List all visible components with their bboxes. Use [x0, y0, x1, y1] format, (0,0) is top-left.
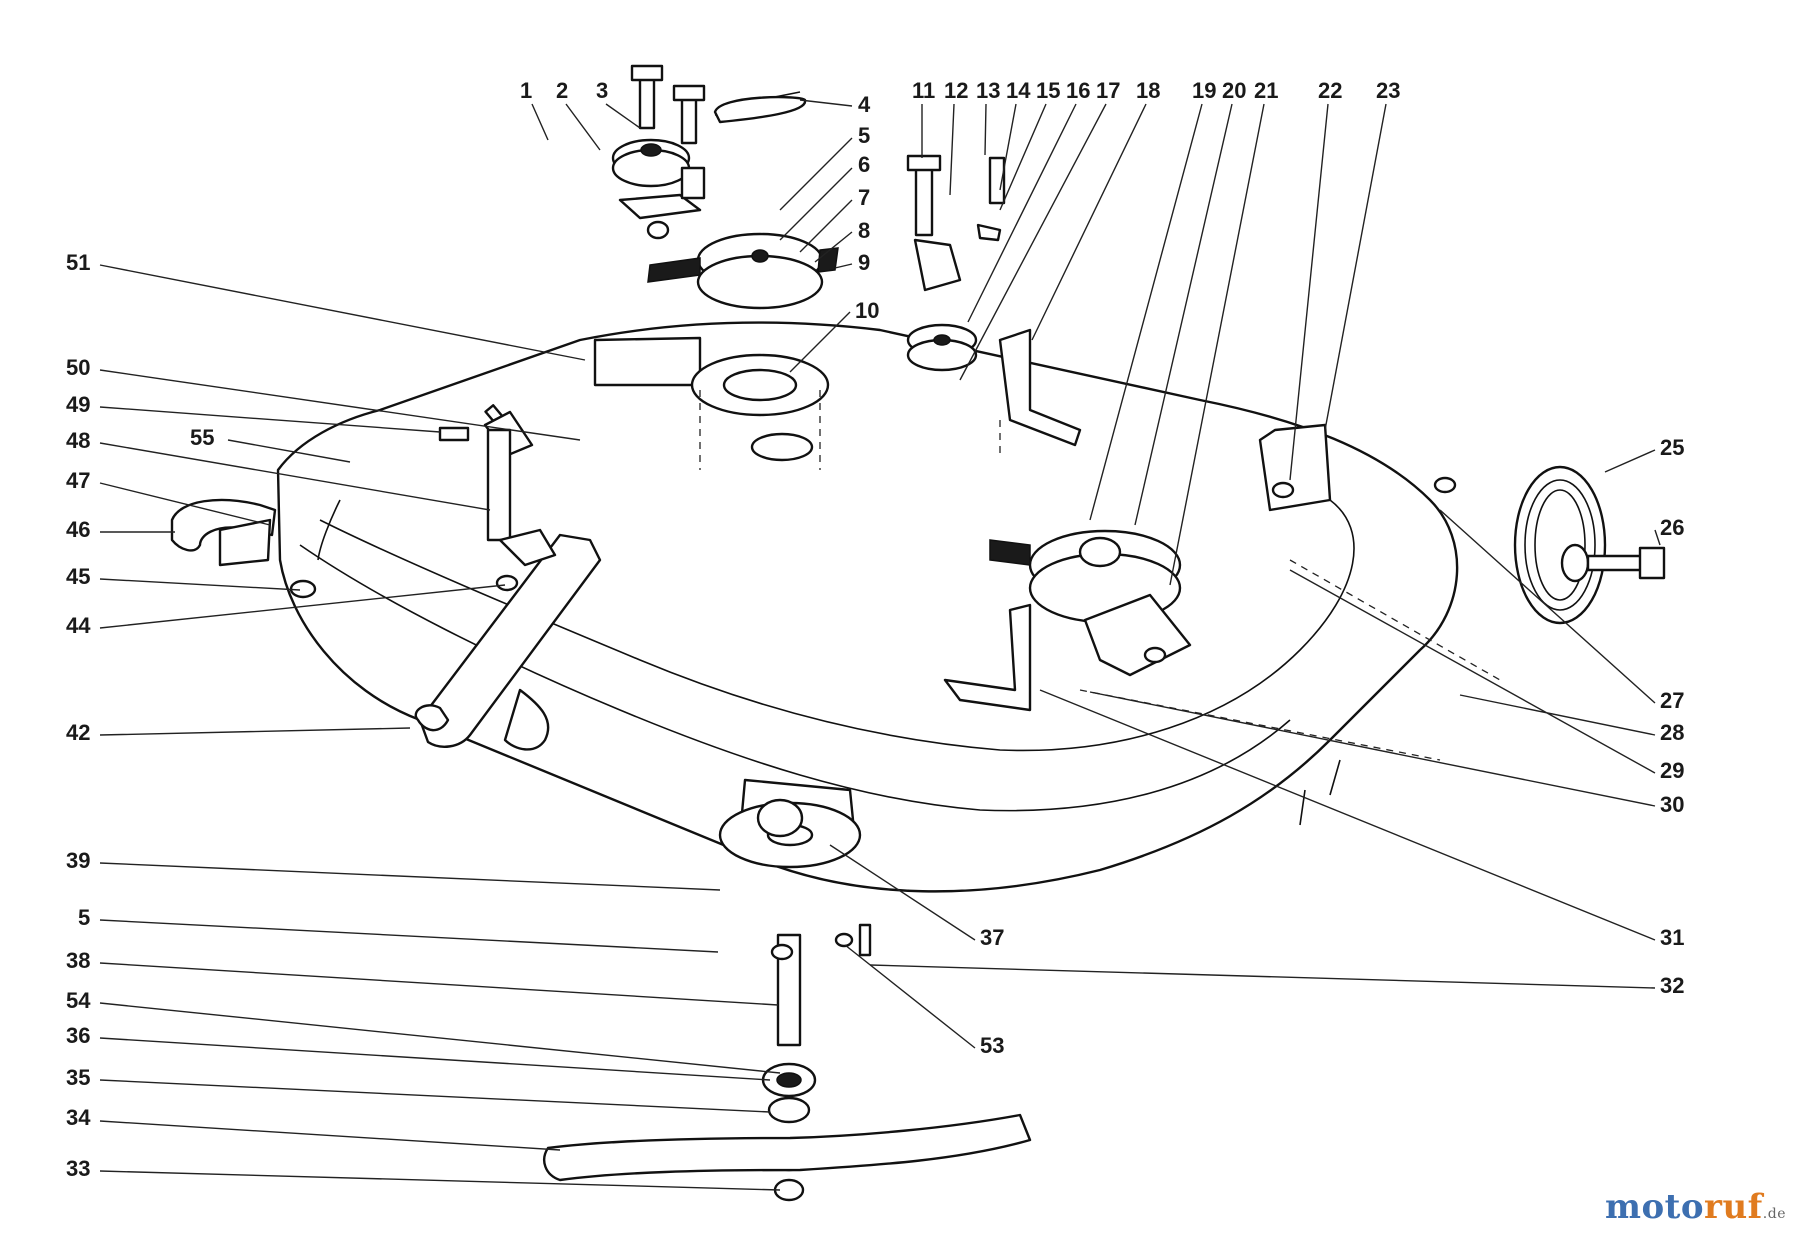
- hitch-bracket: [1258, 423, 1332, 512]
- callout-21: 21: [1254, 78, 1278, 103]
- small-hardware: [289, 404, 1457, 961]
- mower-blade: [543, 1113, 1032, 1182]
- callout-46: 46: [66, 517, 90, 542]
- callout-15: 15: [1036, 78, 1060, 103]
- callout-29: 29: [1660, 758, 1684, 783]
- callout-17: 17: [1096, 78, 1120, 103]
- callout-22: 22: [1318, 78, 1342, 103]
- callout-7: 7: [858, 185, 870, 210]
- callout-19: 19: [1192, 78, 1216, 103]
- watermark-suffix: .de: [1762, 1206, 1786, 1222]
- callout-12: 12: [944, 78, 968, 103]
- callout-35: 35: [66, 1065, 90, 1090]
- front-link-arm: [418, 533, 602, 748]
- callout-5: 5: [858, 123, 870, 148]
- callout-48: 48: [66, 428, 90, 453]
- belt-guide-bracket: [998, 328, 1082, 447]
- rear-bracket: [943, 603, 1032, 712]
- callout-23: 23: [1376, 78, 1400, 103]
- handle-bracket: [218, 518, 272, 567]
- mower-deck-housing: [276, 321, 1459, 893]
- callout-54: 54: [66, 988, 91, 1013]
- callout-16: 16: [1066, 78, 1090, 103]
- callout-8: 8: [858, 218, 870, 243]
- callout-26: 26: [1660, 515, 1684, 540]
- callout-38: 38: [66, 948, 90, 973]
- callout-34: 34: [66, 1105, 91, 1130]
- callout-33: 33: [66, 1156, 90, 1181]
- front-link-pin: [414, 704, 450, 732]
- callout-30: 30: [1660, 792, 1684, 817]
- callout-18: 18: [1136, 78, 1160, 103]
- callout-53: 53: [980, 1033, 1004, 1058]
- callout-47: 47: [66, 468, 90, 493]
- watermark-part2: ruf: [1704, 1187, 1763, 1227]
- callout-51: 51: [66, 250, 90, 275]
- callout-group: 1 2 3 4 5 6 7 8 9 10 11 12 13 14 15 16 1…: [66, 78, 1684, 1181]
- callout-49: 49: [66, 392, 90, 417]
- callout-13: 13: [976, 78, 1000, 103]
- leader-lines: [99, 99, 1661, 1191]
- assembly-line-1: [699, 390, 1501, 761]
- callout-11: 11: [912, 78, 935, 103]
- callout-37: 37: [980, 925, 1004, 950]
- callout-27: 27: [1660, 688, 1684, 713]
- callout-6: 6: [858, 152, 870, 177]
- callout-14: 14: [1006, 78, 1031, 103]
- callout-1: 1: [520, 78, 532, 103]
- callout-55: 55: [190, 425, 214, 450]
- callout-36: 36: [66, 1023, 90, 1048]
- drive-pulley-assembly: [593, 232, 839, 462]
- callout-20: 20: [1222, 78, 1246, 103]
- watermark-part1: moto: [1604, 1187, 1705, 1227]
- idler-assembly-right: [906, 154, 1006, 372]
- callout-9: 9: [858, 250, 870, 275]
- spindle-assembly: [718, 778, 862, 1202]
- callout-50: 50: [66, 355, 90, 380]
- callout-42: 42: [66, 720, 90, 745]
- idler-assembly-left: [611, 64, 807, 240]
- callout-3: 3: [596, 78, 608, 103]
- gauge-wheel: [1513, 465, 1666, 625]
- callout-31: 31: [1660, 925, 1684, 950]
- watermark-logo: motoruf.de: [1605, 1187, 1786, 1227]
- spindle-pulley-assembly: [989, 529, 1192, 677]
- callout-39: 39: [66, 848, 90, 873]
- callout-10: 10: [855, 298, 879, 323]
- callout-45: 45: [66, 564, 90, 589]
- callout-32: 32: [1660, 973, 1684, 998]
- callout-25: 25: [1660, 435, 1684, 460]
- callout-5b: 5: [78, 905, 90, 930]
- rear-spring-arm: [503, 688, 550, 751]
- callout-2: 2: [556, 78, 568, 103]
- callout-4: 4: [858, 92, 871, 117]
- callout-44: 44: [66, 613, 91, 638]
- callout-28: 28: [1660, 720, 1684, 745]
